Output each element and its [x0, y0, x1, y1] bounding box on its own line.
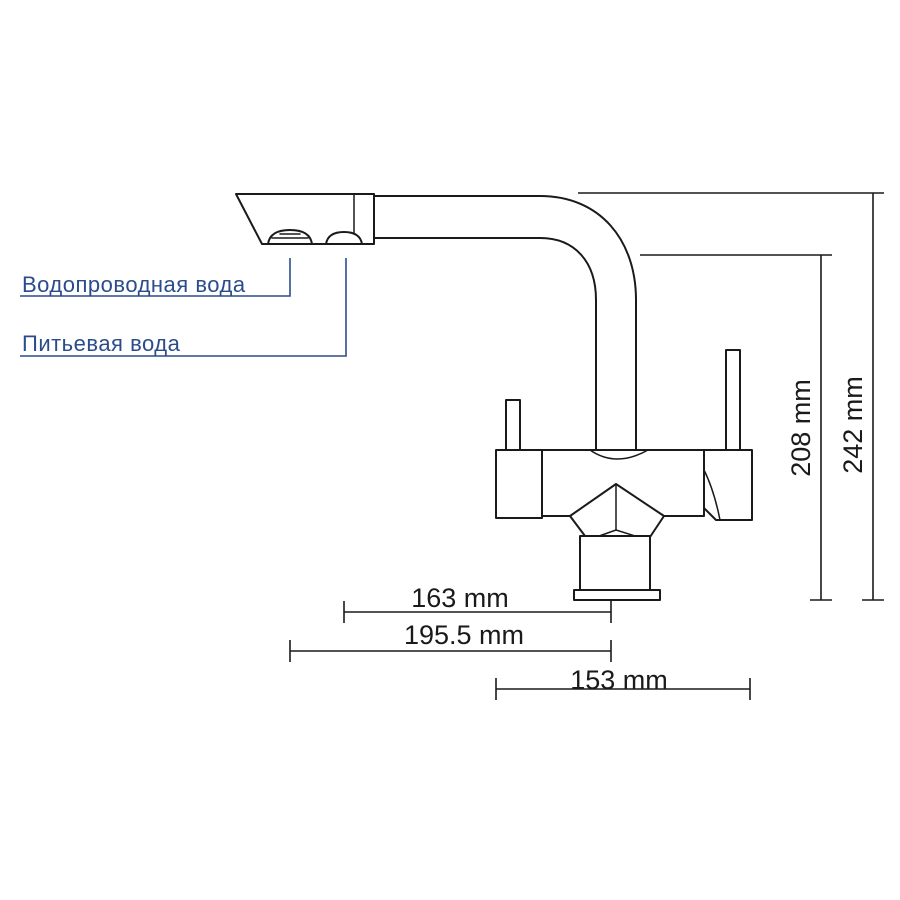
base-plate [573, 589, 661, 601]
spout-arm [373, 195, 637, 456]
right-handle-edge [703, 469, 721, 521]
left-lever [505, 399, 521, 453]
tap-water-label: Водопроводная вода [22, 272, 246, 297]
left-handle [495, 449, 543, 519]
drinking-water-aerator [325, 231, 363, 245]
base-column [579, 535, 651, 593]
tap-water-aerator [267, 229, 313, 245]
tap-water-leader [20, 258, 291, 297]
height-208-dimension [640, 254, 832, 601]
width-163-label: 163 mm [411, 583, 509, 613]
width-153-dimension [495, 678, 751, 700]
faucet [235, 193, 753, 601]
width-163-dimension [343, 601, 612, 623]
drinking-water-label: Питьевая вода [22, 331, 181, 356]
callout-leaders [20, 258, 347, 357]
width-195-label: 195.5 mm [404, 620, 524, 650]
width-153-label: 153 mm [570, 665, 668, 695]
right-lever [725, 349, 741, 453]
drinking-water-leader [20, 258, 347, 357]
neck-joint [589, 449, 649, 460]
width-195-dimension [289, 640, 612, 662]
height-242-dimension [578, 192, 884, 601]
height-242-label: 242 mm [838, 376, 868, 474]
height-208-label: 208 mm [786, 379, 816, 477]
